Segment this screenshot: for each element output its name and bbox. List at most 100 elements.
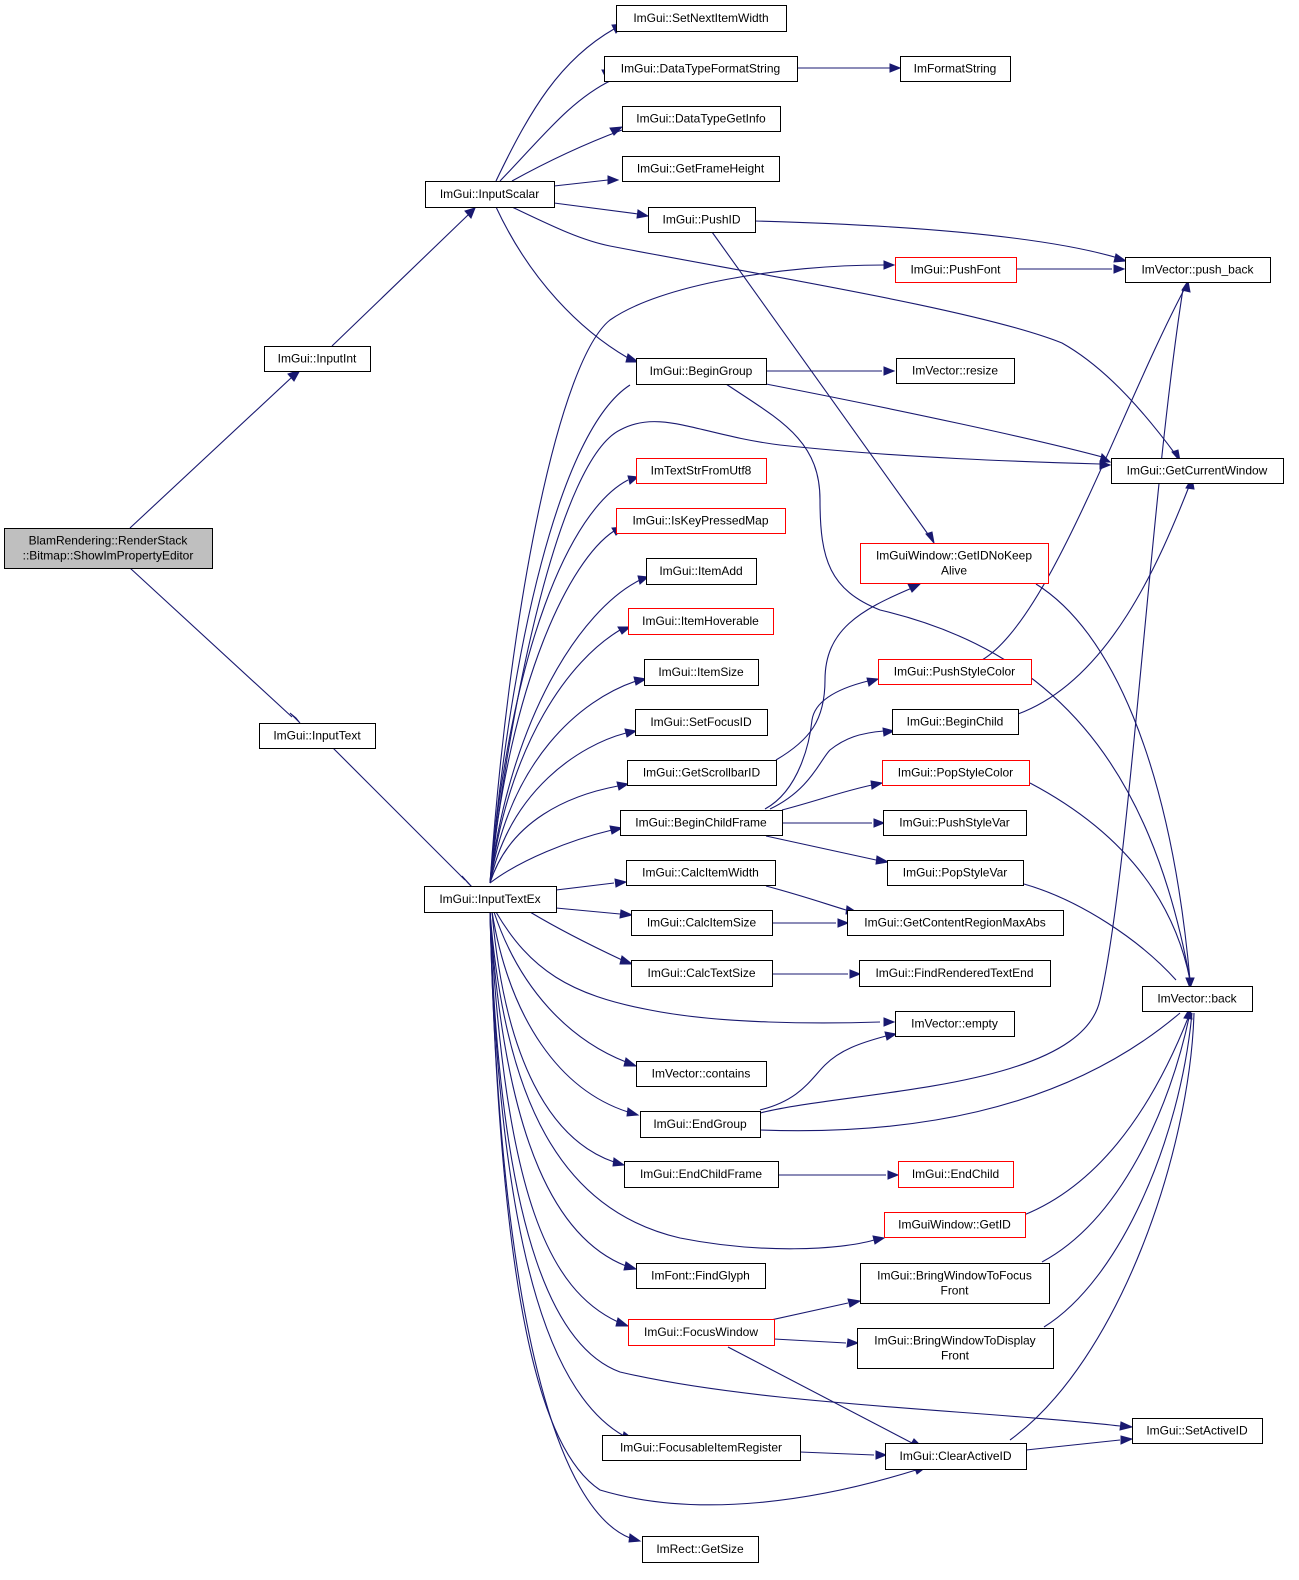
node-box bbox=[627, 760, 777, 786]
node-pushid[interactable]: ImGui::PushID bbox=[648, 207, 756, 233]
edge-inputtextex-windowgetid bbox=[489, 911, 875, 1250]
edge-endgroup-back bbox=[759, 1012, 1181, 1132]
node-box bbox=[640, 1111, 761, 1138]
node-getcontentregionmaxabs[interactable]: ImGui::GetContentRegionMaxAbs bbox=[847, 910, 1064, 936]
arrow-rectgetsize bbox=[628, 1533, 642, 1543]
node-itemhoverable[interactable]: ImGui::ItemHoverable bbox=[628, 608, 774, 635]
edge-inputtextex-contains bbox=[493, 911, 627, 1063]
node-pushfont[interactable]: ImGui::PushFont bbox=[895, 257, 1017, 283]
node-popstylecolor[interactable]: ImGui::PopStyleColor bbox=[882, 760, 1030, 786]
node-imformatstring[interactable]: ImFormatString bbox=[900, 56, 1011, 82]
node-box bbox=[622, 106, 781, 132]
edge-inputscalar-getframeheight bbox=[553, 179, 609, 187]
node-getcurrentwindow[interactable]: ImGui::GetCurrentWindow bbox=[1111, 458, 1284, 484]
node-setfocusid[interactable]: ImGui::SetFocusID bbox=[635, 709, 768, 736]
node-beginGroup[interactable]: ImGui::BeginGroup bbox=[636, 358, 767, 385]
node-imvectorpushback[interactable]: ImVector::push_back bbox=[1125, 257, 1271, 283]
node-box bbox=[885, 1443, 1027, 1470]
arrow-getcontentregionmaxabs-from-size bbox=[837, 918, 850, 928]
edge-inputtextex-iskeypressedmap bbox=[489, 530, 615, 884]
edge-inputtextex-endgroup bbox=[491, 911, 629, 1113]
edge-popstylecolor-back bbox=[1029, 782, 1191, 981]
node-itemsize[interactable]: ImGui::ItemSize bbox=[644, 659, 759, 686]
node-pushstylevar[interactable]: ImGui::PushStyleVar bbox=[883, 810, 1027, 836]
edge-getscrollbarid-getidnokeepalive bbox=[775, 587, 913, 761]
node-label: ImTextStrFromUtf8 bbox=[651, 464, 752, 478]
node-endchild[interactable]: ImGui::EndChild bbox=[898, 1161, 1014, 1188]
edge-inputscalar-datatypegetinfo bbox=[511, 129, 623, 182]
node-root[interactable]: BlamRendering::RenderStack::Bitmap::Show… bbox=[4, 528, 213, 569]
arrow-setactiveid-from-inputtextex bbox=[1119, 1421, 1134, 1431]
node-calcitemwidth[interactable]: ImGui::CalcItemWidth bbox=[626, 860, 776, 886]
node-windowgetid[interactable]: ImGuiWindow::GetID bbox=[884, 1212, 1026, 1238]
node-popstylevar[interactable]: ImGui::PopStyleVar bbox=[887, 860, 1024, 886]
node-box bbox=[1111, 458, 1284, 484]
node-label: ImGui::DataTypeFormatString bbox=[621, 62, 780, 76]
arrow-calcitemsize bbox=[619, 909, 634, 919]
node-imtextstrfromutf8[interactable]: ImTextStrFromUtf8 bbox=[636, 458, 767, 484]
node-imvectorempty[interactable]: ImVector::empty bbox=[895, 1011, 1015, 1037]
node-box bbox=[648, 207, 756, 233]
edge-calcitemwidth-getcontentregionmaxabs bbox=[765, 885, 847, 911]
node-imrectgetsize[interactable]: ImRect::GetSize bbox=[642, 1536, 759, 1563]
arrow-getcurrentwindow-from-inputtextex bbox=[1099, 460, 1112, 470]
arrow-contains bbox=[623, 1057, 638, 1067]
node-inputtextex[interactable]: ImGui::InputTextEx bbox=[424, 886, 557, 913]
node-endchildframe[interactable]: ImGui::EndChildFrame bbox=[624, 1161, 779, 1188]
node-beginchildframe[interactable]: ImGui::BeginChildFrame bbox=[620, 810, 783, 836]
edge-root-inputtext bbox=[129, 567, 293, 718]
node-box bbox=[892, 709, 1019, 735]
node-imfontfindglyph[interactable]: ImFont::FindGlyph bbox=[636, 1263, 766, 1289]
node-imvectorback[interactable]: ImVector::back bbox=[1142, 986, 1253, 1012]
node-clearactiveid[interactable]: ImGui::ClearActiveID bbox=[885, 1443, 1027, 1470]
node-focusableitemregister[interactable]: ImGui::FocusableItemRegister bbox=[602, 1435, 801, 1461]
edge-pushid-getidnokeepalive bbox=[711, 231, 931, 538]
node-focuswindow[interactable]: ImGui::FocusWindow bbox=[628, 1319, 775, 1346]
arrow-pushback-from-pushfont bbox=[1113, 264, 1126, 274]
node-pushstylecolor[interactable]: ImGui::PushStyleColor bbox=[878, 659, 1032, 685]
node-box bbox=[642, 1536, 759, 1563]
node-label: ImFormatString bbox=[914, 62, 997, 76]
edge-clearactiveid-back bbox=[1009, 1012, 1195, 1441]
node-inputtext[interactable]: ImGui::InputText bbox=[259, 723, 376, 749]
node-box bbox=[644, 659, 759, 686]
node-datatypegetinfo[interactable]: ImGui::DataTypeGetInfo bbox=[622, 106, 781, 132]
arrow-pushfont bbox=[883, 260, 896, 270]
node-calcitemsize[interactable]: ImGui::CalcItemSize bbox=[631, 910, 773, 936]
node-getscrollbarid[interactable]: ImGui::GetScrollbarID bbox=[627, 760, 777, 786]
node-box bbox=[1142, 986, 1253, 1012]
edge-beginchild-getcurrentwindow bbox=[1017, 483, 1191, 715]
edge-root-inputint bbox=[129, 377, 292, 529]
node-label: ImGui::DataTypeGetInfo bbox=[636, 112, 766, 126]
node-box bbox=[628, 608, 774, 635]
node-getframeheight[interactable]: ImGui::GetFrameHeight bbox=[622, 156, 780, 182]
node-inputscalar[interactable]: ImGui::InputScalar bbox=[425, 181, 555, 208]
node-setactiveid[interactable]: ImGui::SetActiveID bbox=[1132, 1418, 1263, 1444]
node-itemadd[interactable]: ImGui::ItemAdd bbox=[646, 558, 757, 585]
node-datatypeformatstring[interactable]: ImGui::DataTypeFormatString bbox=[604, 56, 798, 82]
node-box bbox=[646, 558, 757, 585]
node-iskeypressedmap[interactable]: ImGui::IsKeyPressedMap bbox=[616, 508, 786, 534]
arrow-imvectorempty bbox=[883, 1017, 896, 1027]
node-imvectorcontains[interactable]: ImVector::contains bbox=[636, 1061, 767, 1087]
node-beginchild[interactable]: ImGui::BeginChild bbox=[892, 709, 1019, 735]
edge-inputtextex-fontfindglyph bbox=[489, 911, 627, 1267]
node-box bbox=[1125, 257, 1271, 283]
node-label: ImVector::push_back bbox=[1141, 263, 1254, 277]
node-label: ImGui::SetNextItemWidth bbox=[633, 11, 768, 25]
node-inputint[interactable]: ImGui::InputInt bbox=[264, 346, 371, 372]
arrow-beginchild bbox=[882, 727, 896, 737]
node-imvectorresize[interactable]: ImVector::resize bbox=[896, 358, 1015, 384]
arrow-setactiveid-from-clearactiveid bbox=[1120, 1435, 1134, 1445]
arrow-getcurrentwindow-from-begingroup bbox=[1099, 453, 1112, 463]
node-findrenderedtextend[interactable]: ImGui::FindRenderedTextEnd bbox=[859, 960, 1051, 987]
node-endgroup[interactable]: ImGui::EndGroup bbox=[640, 1111, 761, 1138]
node-box bbox=[896, 358, 1015, 384]
node-calctextsize[interactable]: ImGui::CalcTextSize bbox=[631, 960, 773, 987]
node-box bbox=[616, 508, 786, 534]
node-setnextitemwidth[interactable]: ImGui::SetNextItemWidth bbox=[616, 5, 787, 32]
edge-inputtextex-setfocusid bbox=[489, 732, 627, 884]
